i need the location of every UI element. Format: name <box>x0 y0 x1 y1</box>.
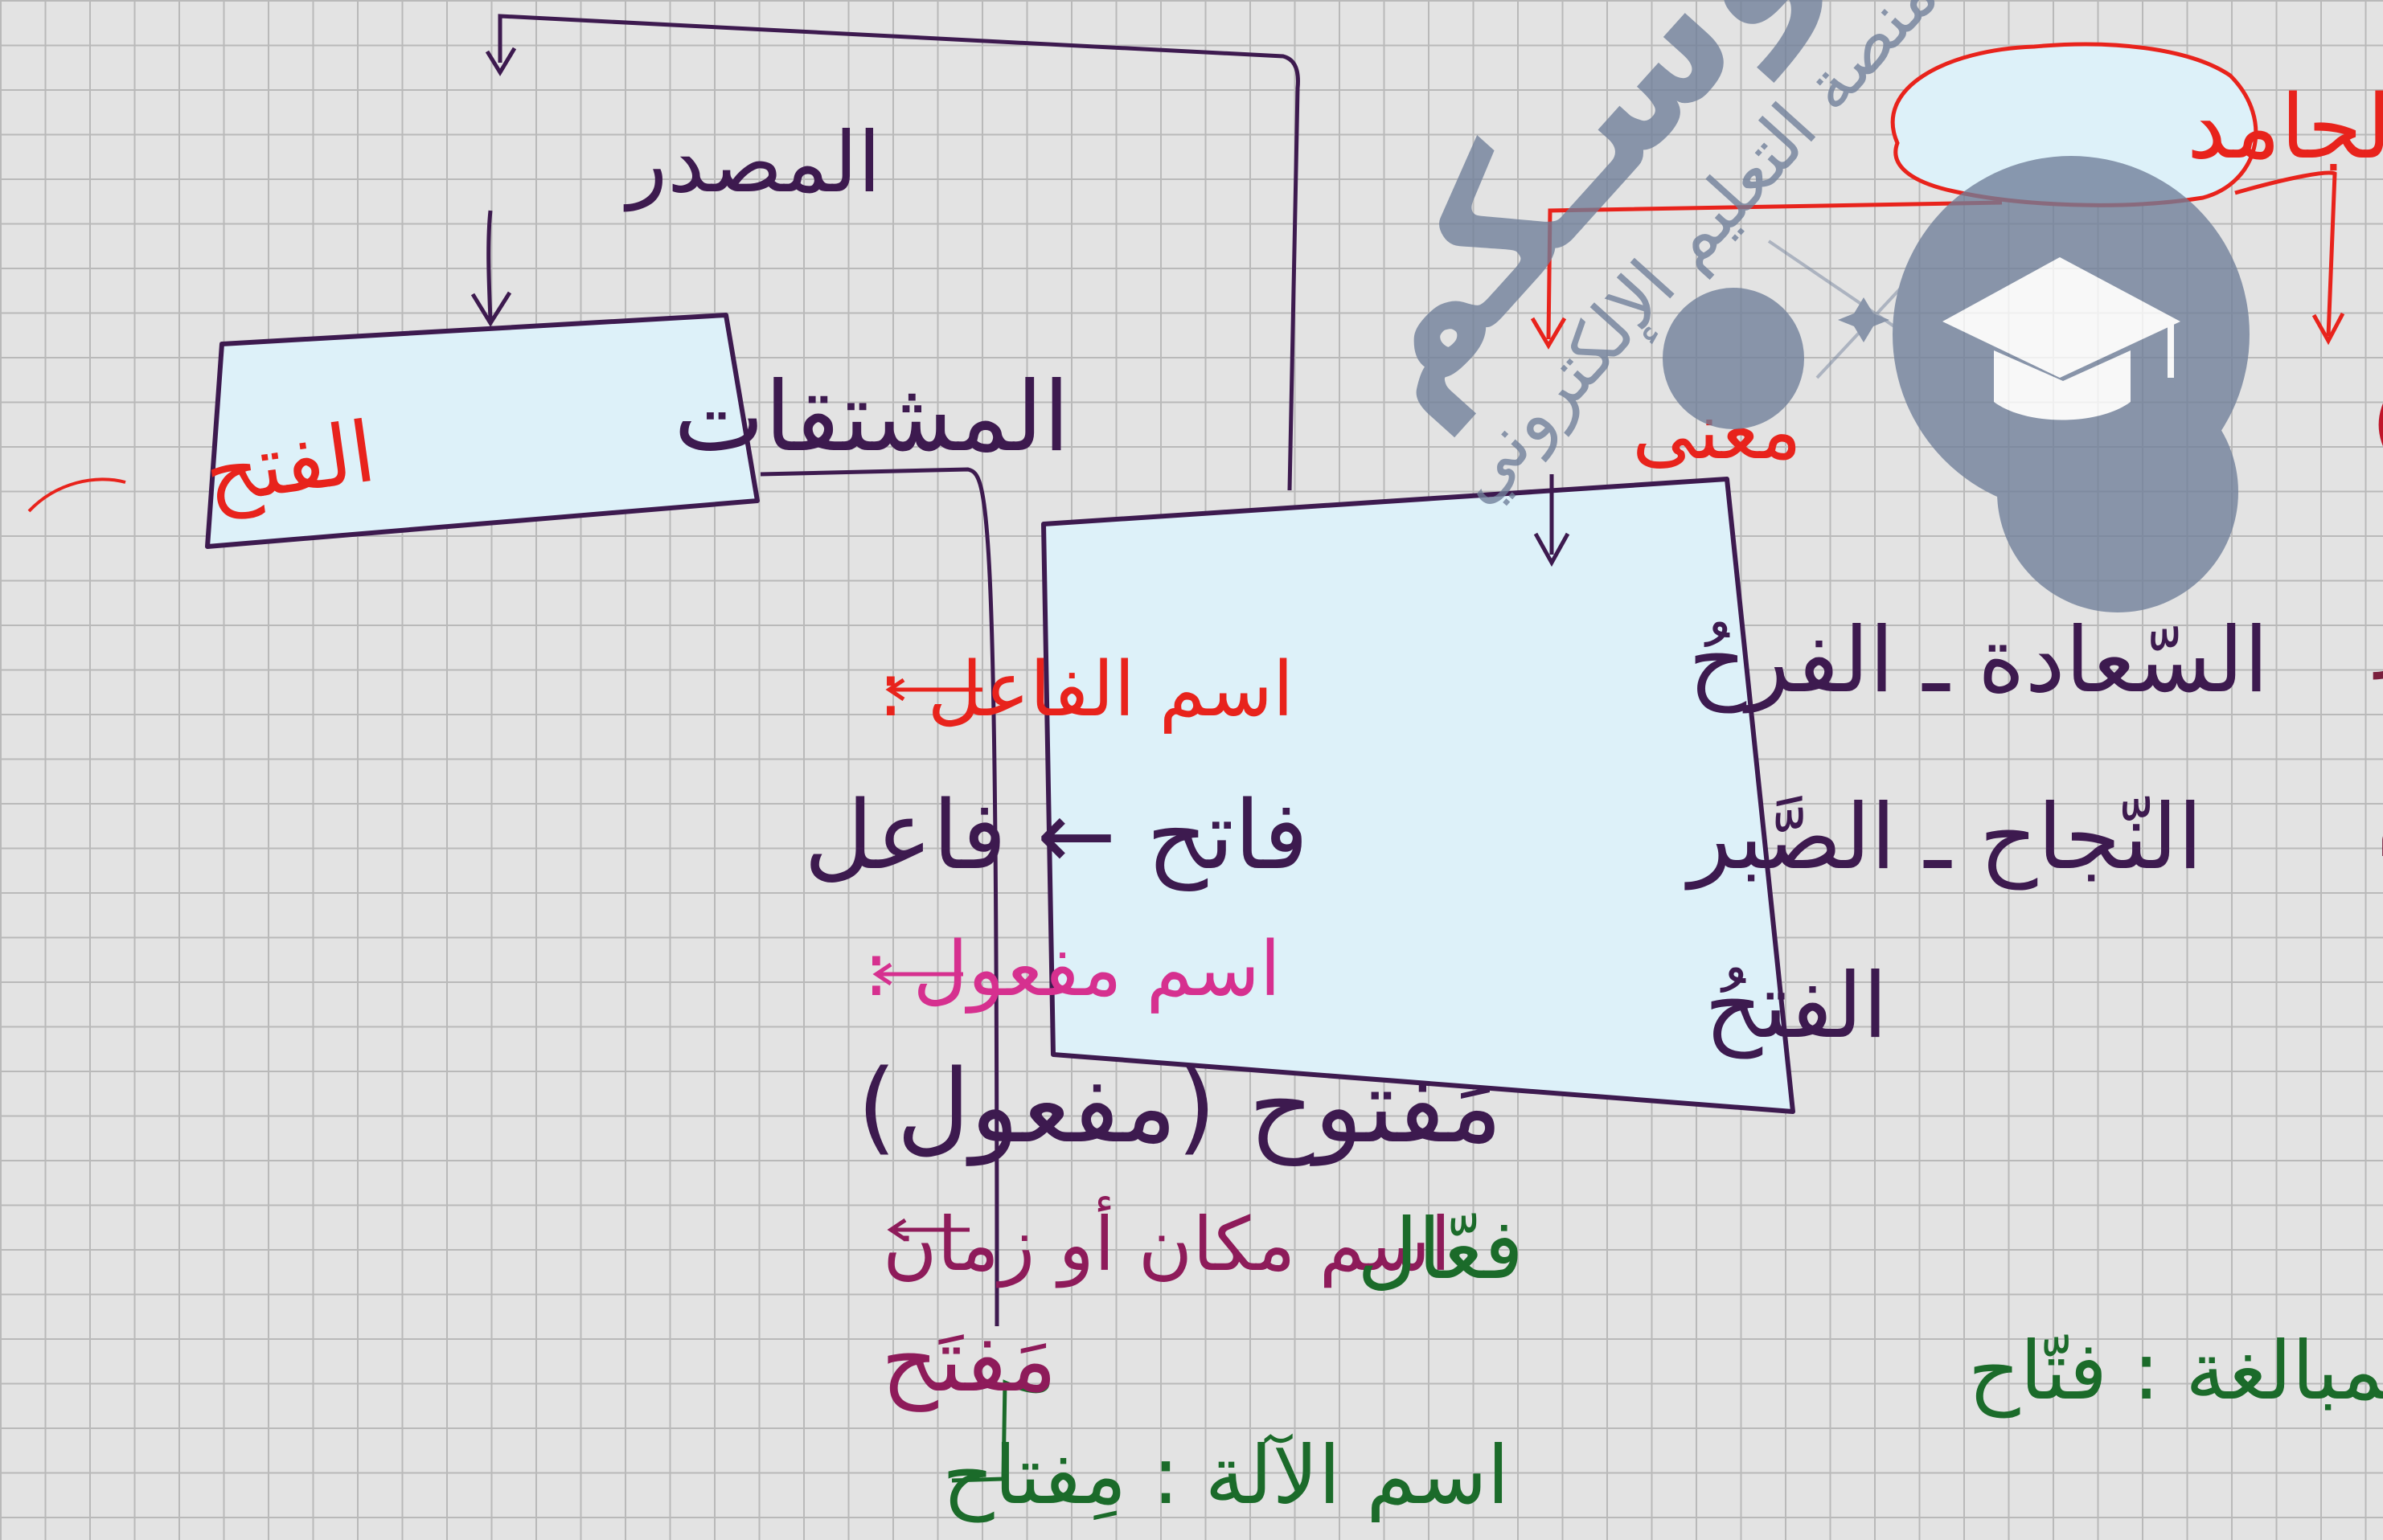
dhat-examples-2: صابور ـ نجم <box>2377 758 2383 857</box>
dhat-label: ذات (مادي) <box>2372 375 2383 469</box>
top-loop-line <box>498 14 1300 491</box>
ism-ala-line: اسم الآلة : مِفتاح <box>942 1428 1509 1522</box>
derivatives-box <box>205 313 760 549</box>
masdar-arrow <box>486 210 493 321</box>
watermark-sparkle <box>1838 297 1889 342</box>
arrow-ism-makan <box>887 1218 970 1242</box>
ism-fail-heading: اسم الفاعل : <box>878 646 1294 734</box>
masdar-label: المصدر <box>623 113 881 211</box>
arrow-ism-mafool <box>872 962 963 986</box>
red-underline-fath <box>27 477 126 513</box>
derivatives-bracket <box>760 467 999 1327</box>
box-line-2: النّجاح ـ الصَّبر <box>1684 785 2203 891</box>
fa33al-label: فعّال <box>1357 1200 1524 1298</box>
derivatives-label: المشتقات <box>674 362 1070 473</box>
graduation-cap-icon <box>1942 257 2180 378</box>
ism-fail-example: فاتح ← فاعل <box>804 780 1308 891</box>
box-line-3: الفتحُ <box>1704 954 1888 1059</box>
jamid-branch-right <box>2234 170 2337 337</box>
watermark-dot <box>1663 288 1804 429</box>
meaning-arrow <box>1533 474 1570 567</box>
arrow-ism-ala <box>951 1371 1050 1483</box>
ism-makan-example: مَفتَح <box>881 1309 1057 1412</box>
jamid-cloud <box>1890 42 2258 207</box>
meaning-examples-box <box>1041 477 1795 1114</box>
ism-mafool-heading: اسم مفعول : <box>863 926 1281 1014</box>
fath-label: الفتح <box>199 403 381 524</box>
jamid-branch-left <box>1546 200 2003 340</box>
ism-mafool-example: مَفتوح (مفعول) <box>857 1047 1503 1166</box>
arrow-ism-fail <box>885 678 982 702</box>
ism-makan-heading: اسم مكان أو زمان <box>883 1196 1451 1288</box>
mubalagha-line: صيغة المبالغة : فتّاح <box>1968 1324 2383 1418</box>
box-line-1: السّعادة ـ الفرحُ <box>1688 608 2269 714</box>
